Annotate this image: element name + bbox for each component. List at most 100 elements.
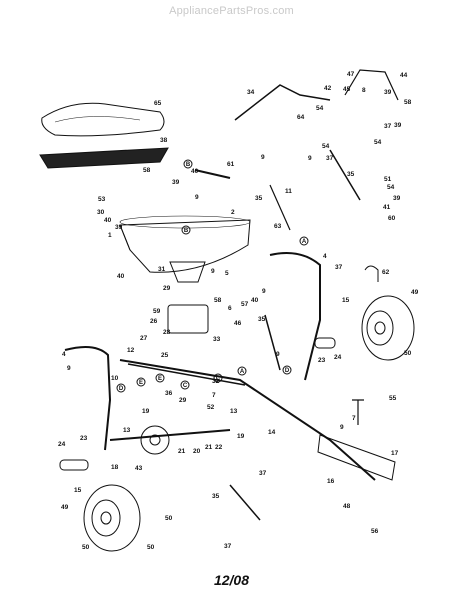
callout-b-hopper: B [184,228,189,234]
label-56: 56 [371,528,379,535]
control-lever [344,69,399,101]
label-13-b: 13 [123,427,131,434]
label-62: 62 [382,269,390,276]
main-frame [119,359,376,481]
label-25: 25 [161,352,169,359]
label-7-a: 7 [212,392,216,399]
label-20: 20 [193,448,201,455]
label-6: 6 [228,305,232,312]
label-21-a: 21 [178,448,186,455]
label-50-a: 50 [165,515,173,522]
label-12: 12 [127,347,135,354]
callout-c-mid: C [183,383,188,389]
label-4-right: 4 [323,253,327,260]
callout-d-left: D [119,386,124,392]
label-27: 27 [140,335,148,342]
label-8: 8 [362,87,366,94]
label-58-c: 58 [404,99,412,106]
label-9-d: 9 [276,351,280,358]
stud-63 [269,184,291,231]
label-54-c: 54 [374,139,382,146]
label-29-b: 29 [179,397,187,404]
clevis-pin-62 [364,265,379,282]
label-9-f: 9 [340,424,344,431]
label-37-e: 37 [384,123,392,130]
label-36: 36 [165,390,173,397]
callout-d-right: D [285,368,290,374]
label-13-a: 13 [230,408,238,415]
label-35-c: 35 [212,493,220,500]
label-40-b: 40 [104,217,112,224]
label-24-left: 24 [58,441,66,448]
label-32: 32 [212,378,220,385]
label-65: 65 [154,100,162,107]
label-37-d: 37 [224,543,232,550]
handle-arm-left [64,345,112,451]
control-rod-mid [264,314,281,371]
wheel-right [361,295,415,361]
label-24-right: 24 [334,354,342,361]
label-37-a: 37 [326,155,334,162]
label-41: 41 [383,204,391,211]
label-39-d: 39 [394,122,402,129]
label-35-b: 35 [258,316,266,323]
label-9-a: 9 [195,194,199,201]
label-57: 57 [241,301,249,308]
label-31: 31 [158,266,166,273]
label-50-right: 50 [404,350,412,357]
rear-bracket [317,434,396,481]
label-35-d: 35 [255,195,263,202]
label-58-b: 58 [214,297,222,304]
hopper [119,219,251,273]
label-49-right: 49 [411,289,419,296]
callout-e-left: E [139,380,143,386]
label-19-a: 19 [142,408,150,415]
label-35-a: 35 [347,171,355,178]
axle-tube-right [314,337,336,349]
label-34: 34 [247,89,255,96]
label-43: 43 [135,465,143,472]
callout-a-frame: A [240,369,245,375]
label-1: 1 [108,232,112,239]
label-42: 42 [324,85,332,92]
label-54-a: 54 [316,105,324,112]
label-60: 60 [388,215,396,222]
label-7-b: 7 [352,415,356,422]
axle-tube-left [59,459,89,471]
label-64: 64 [297,114,305,121]
part-labels: 1 2 4 4 5 6 7 7 8 9 9 9 9 9 9 9 9 10 11 … [58,71,419,551]
label-59: 59 [153,308,161,315]
label-16: 16 [327,478,335,485]
label-26: 26 [150,318,158,325]
wheel-left [83,484,141,552]
handle-upper [234,84,331,121]
label-52: 52 [207,404,215,411]
label-15-left: 15 [74,487,82,494]
label-37-c: 37 [259,470,267,477]
label-29-a: 29 [163,285,171,292]
bracket-61 [194,169,231,179]
label-9-b: 9 [261,154,265,161]
label-54-d: 54 [387,184,395,191]
gearbox [167,304,209,334]
label-10: 10 [111,375,119,382]
label-40-a: 40 [191,168,199,175]
label-53: 53 [98,196,106,203]
callout-b-top: B [186,162,191,168]
label-63: 63 [274,223,282,230]
label-51: 51 [384,176,392,183]
label-48: 48 [343,503,351,510]
grate-screen [39,147,169,169]
label-9-h: 9 [211,268,215,275]
label-30: 30 [97,209,105,216]
footer-date: 12/08 [213,572,250,588]
axle [109,429,231,441]
label-37-b: 37 [335,264,343,271]
label-40-d: 40 [251,297,259,304]
label-22: 22 [215,444,223,451]
label-9-e: 9 [67,365,71,372]
label-39-c: 39 [384,89,392,96]
bolt-55 [352,399,364,425]
